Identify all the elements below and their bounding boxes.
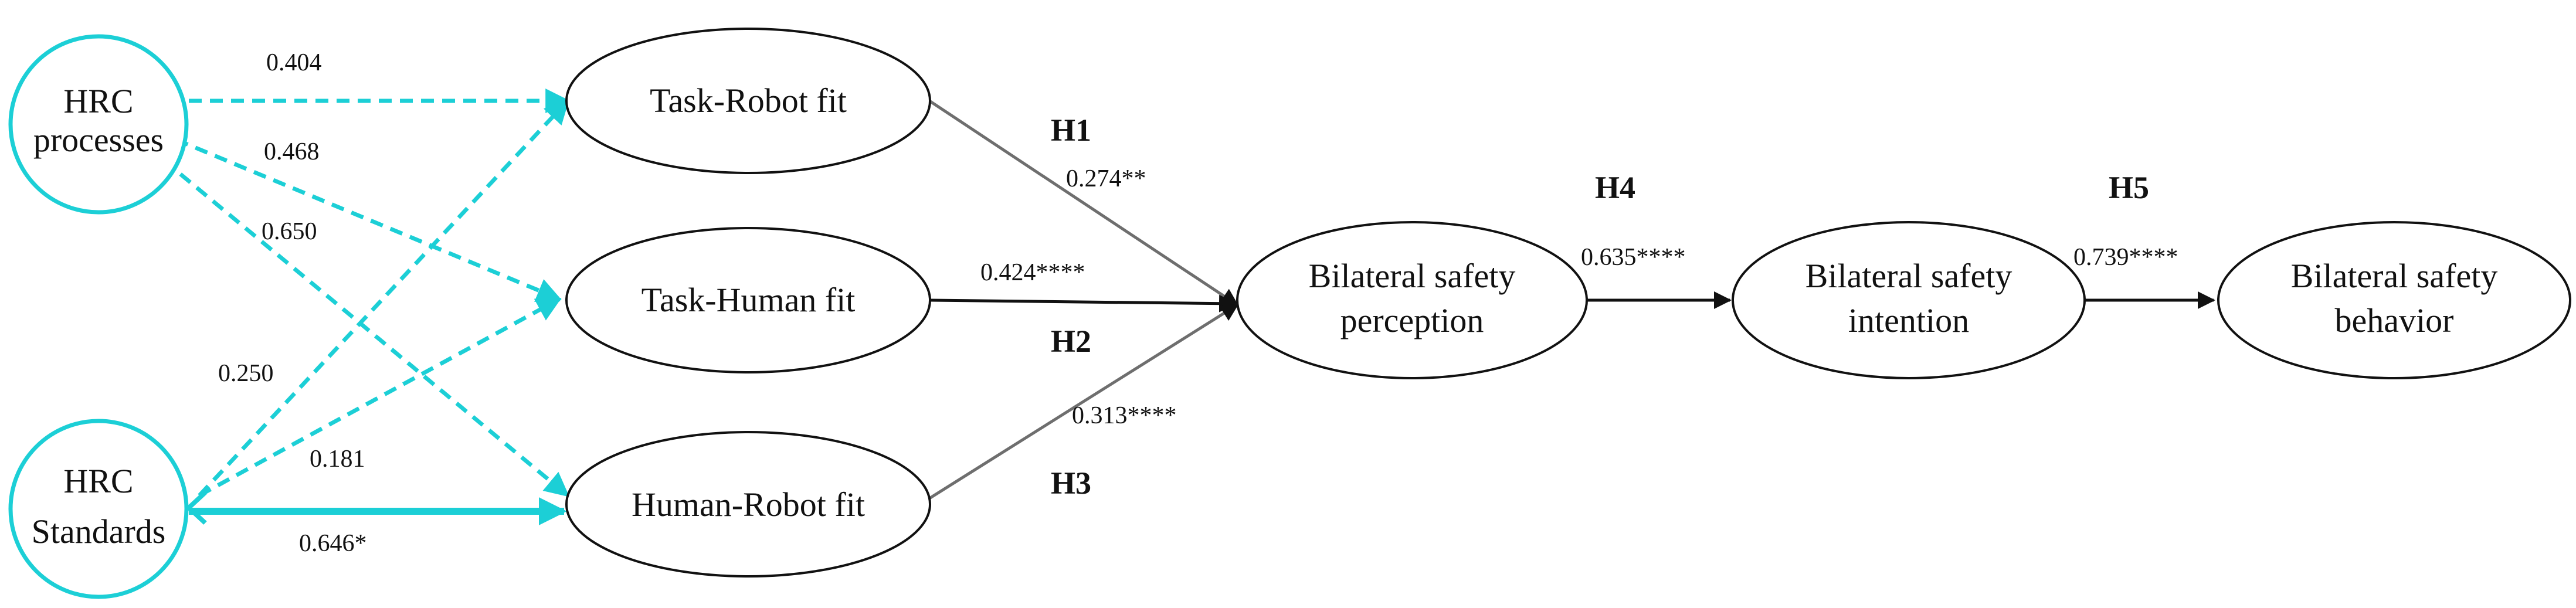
node-task-human-fit: Task-Human fit xyxy=(565,227,931,373)
node-behavior-line1: Bilateral safety xyxy=(2291,257,2498,295)
node-task-robot-fit-label: Task-Robot fit xyxy=(650,81,847,120)
coef-task-robot-perception: 0.274** xyxy=(1066,165,1146,192)
path-processes-to-task-human xyxy=(175,137,562,302)
path-processes-to-human-robot xyxy=(162,159,570,497)
coef-standards-task-robot: 0.250 xyxy=(218,360,274,387)
path-task-robot-to-perception xyxy=(928,99,1239,307)
coef-standards-human-robot: 0.646* xyxy=(299,530,367,557)
node-task-robot-fit: Task-Robot fit xyxy=(565,28,931,174)
node-hrc-processes-line1: HRC xyxy=(63,82,133,120)
node-behavior-line2: behavior xyxy=(2335,301,2454,339)
coef-task-human-perception: 0.424**** xyxy=(980,259,1085,286)
coef-processes-task-robot: 0.404 xyxy=(266,49,322,76)
hypothesis-h2: H2 xyxy=(1051,324,1091,359)
node-hrc-processes: HRC processes xyxy=(8,34,189,215)
node-human-robot-fit: Human-Robot fit xyxy=(565,431,931,578)
node-bilateral-safety-perception: Bilateral safety perception xyxy=(1236,221,1588,379)
path-standards-bold-start xyxy=(185,491,207,525)
node-hrc-standards-line2: Standards xyxy=(32,512,166,551)
node-human-robot-fit-label: Human-Robot fit xyxy=(632,485,865,524)
node-hrc-processes-line2: processes xyxy=(33,121,164,159)
hypothesis-h1: H1 xyxy=(1051,113,1091,148)
coef-intention-behavior: 0.739**** xyxy=(2073,244,2178,271)
coef-human-robot-perception: 0.313**** xyxy=(1072,402,1177,429)
path-task-human-to-perception xyxy=(929,294,1237,313)
path-human-robot-to-perception xyxy=(928,303,1239,500)
coef-processes-task-human: 0.468 xyxy=(264,138,320,165)
node-perception-line1: Bilateral safety xyxy=(1309,257,1516,295)
hypothesis-h3: H3 xyxy=(1051,466,1091,501)
node-hrc-standards: HRC Standards xyxy=(8,419,189,599)
node-intention-line2: intention xyxy=(1848,301,1969,339)
node-intention-line1: Bilateral safety xyxy=(1805,257,2012,295)
node-bilateral-safety-intention: Bilateral safety intention xyxy=(1732,221,2086,379)
coef-perception-intention: 0.635**** xyxy=(1581,244,1686,271)
path-standards-to-task-robot xyxy=(198,98,569,497)
node-bilateral-safety-behavior: Bilateral safety behavior xyxy=(2217,221,2571,379)
coef-processes-human-robot: 0.650 xyxy=(262,218,317,245)
hypothesis-h5: H5 xyxy=(2109,170,2149,205)
hypothesis-h4: H4 xyxy=(1595,170,1635,205)
node-perception-line2: perception xyxy=(1340,301,1484,339)
node-hrc-standards-line1: HRC xyxy=(63,462,133,500)
path-standards-to-task-human xyxy=(198,297,562,498)
node-task-human-fit-label: Task-Human fit xyxy=(642,281,856,319)
coef-standards-task-human: 0.181 xyxy=(310,446,365,473)
